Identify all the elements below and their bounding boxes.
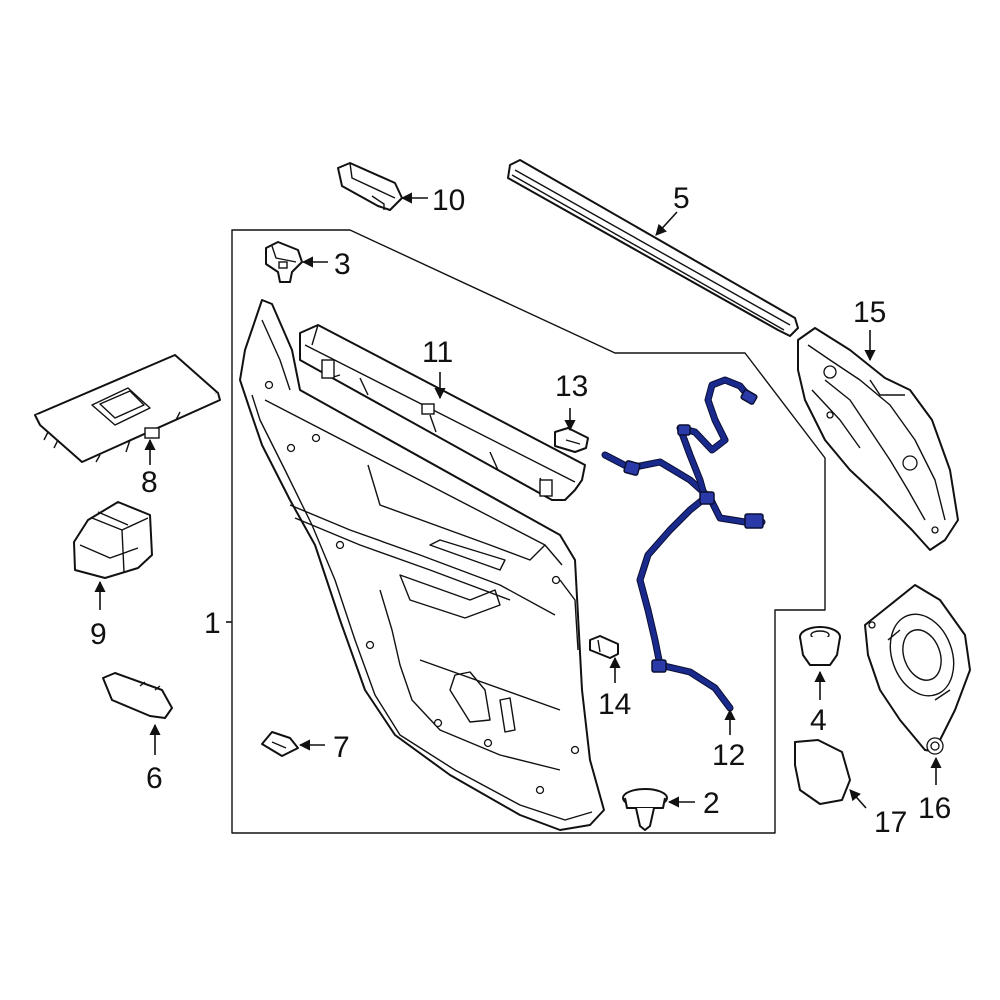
part-2-push-pin[interactable]	[622, 788, 668, 831]
callout-7: 7	[333, 731, 350, 764]
callout-1: 1	[204, 607, 221, 640]
part-14-clip[interactable]	[589, 635, 619, 659]
part-9-window-switch[interactable]	[73, 501, 153, 579]
leader-5	[655, 211, 678, 236]
leader-lines	[94, 192, 942, 809]
callout-14: 14	[598, 688, 631, 721]
callout-13: 13	[555, 370, 588, 403]
part-6-handle-cover[interactable]	[102, 672, 173, 719]
callout-16: 16	[918, 792, 951, 825]
part-13-clip[interactable]	[554, 427, 589, 453]
callout-3: 3	[334, 248, 351, 281]
part-12-wiring-harness[interactable]	[601, 376, 766, 712]
callout-4: 4	[810, 704, 827, 737]
part-5-weatherstrip[interactable]	[507, 159, 799, 337]
part-3-clip[interactable]	[265, 241, 303, 283]
part-10-bracket[interactable]	[337, 162, 403, 211]
part-11-inner-bracket[interactable]	[299, 324, 586, 501]
callout-6: 6	[146, 762, 163, 795]
part-4-grommet[interactable]	[799, 626, 841, 666]
callout-11: 11	[422, 336, 453, 369]
callout-17: 17	[874, 806, 907, 839]
callout-labels: 10 5 3 11 13 15 8 9 1 14 4 6 7 12 2 16 1…	[90, 182, 951, 839]
leader-17	[849, 789, 867, 809]
part-17-pad[interactable]	[794, 739, 851, 805]
callout-12: 12	[712, 739, 745, 772]
callout-9: 9	[90, 618, 107, 651]
assembly-boundary	[231, 229, 826, 834]
callout-10: 10	[432, 184, 465, 217]
part-15-bracket[interactable]	[797, 327, 959, 551]
part-7-clip[interactable]	[261, 731, 299, 757]
callout-2: 2	[703, 787, 720, 820]
callout-8: 8	[141, 466, 158, 499]
part-1-door-trim-panel[interactable]	[239, 299, 605, 831]
part-16-speaker[interactable]	[864, 584, 971, 755]
part-8-switch-bezel[interactable]	[34, 354, 221, 463]
callout-15: 15	[853, 296, 886, 329]
callout-5: 5	[673, 182, 690, 215]
